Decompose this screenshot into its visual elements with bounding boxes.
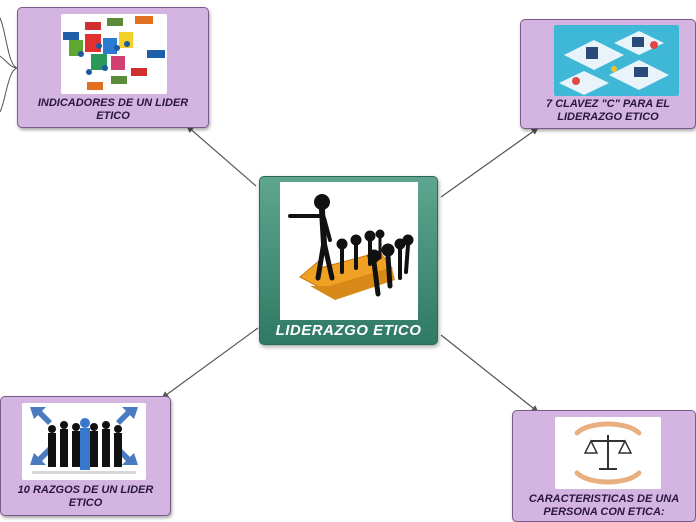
- isometric-office-image: [554, 25, 679, 96]
- topic-caracteristicas-label: CARACTERISTICAS DE UNA PERSONA CON ETICA…: [528, 493, 680, 518]
- topic-claves-label: 7 CLAVEZ "C" PARA EL LIDERAZGO ETICO: [546, 98, 670, 123]
- connector-caracteristicas: [440, 334, 539, 413]
- business-people-image: [22, 403, 146, 480]
- leader-figure-image: [280, 182, 418, 320]
- connector-claves: [440, 127, 539, 198]
- topic-claves[interactable]: 7 CLAVEZ "C" PARA EL LIDERAZGO ETICO: [520, 19, 696, 129]
- puzzle-team-image: [61, 14, 167, 94]
- topic-indicadores-label: INDICADORES DE UN LIDER ETICO: [37, 97, 189, 122]
- topic-indicadores[interactable]: INDICADORES DE UN LIDER ETICO: [17, 7, 209, 128]
- connector-indicadores: [186, 125, 257, 187]
- central-topic-title: LIDERAZGO ETICO: [275, 322, 422, 339]
- connector-razgos: [161, 327, 259, 399]
- central-topic[interactable]: LIDERAZGO ETICO: [259, 176, 438, 345]
- topic-caracteristicas[interactable]: CARACTERISTICAS DE UNA PERSONA CON ETICA…: [512, 410, 696, 522]
- scales-hands-image: [555, 417, 661, 489]
- offscreen-branch-lines: [0, 17, 19, 113]
- topic-razgos[interactable]: 10 RAZGOS DE UN LIDER ETICO: [0, 396, 171, 516]
- topic-razgos-label: 10 RAZGOS DE UN LIDER ETICO: [17, 484, 154, 509]
